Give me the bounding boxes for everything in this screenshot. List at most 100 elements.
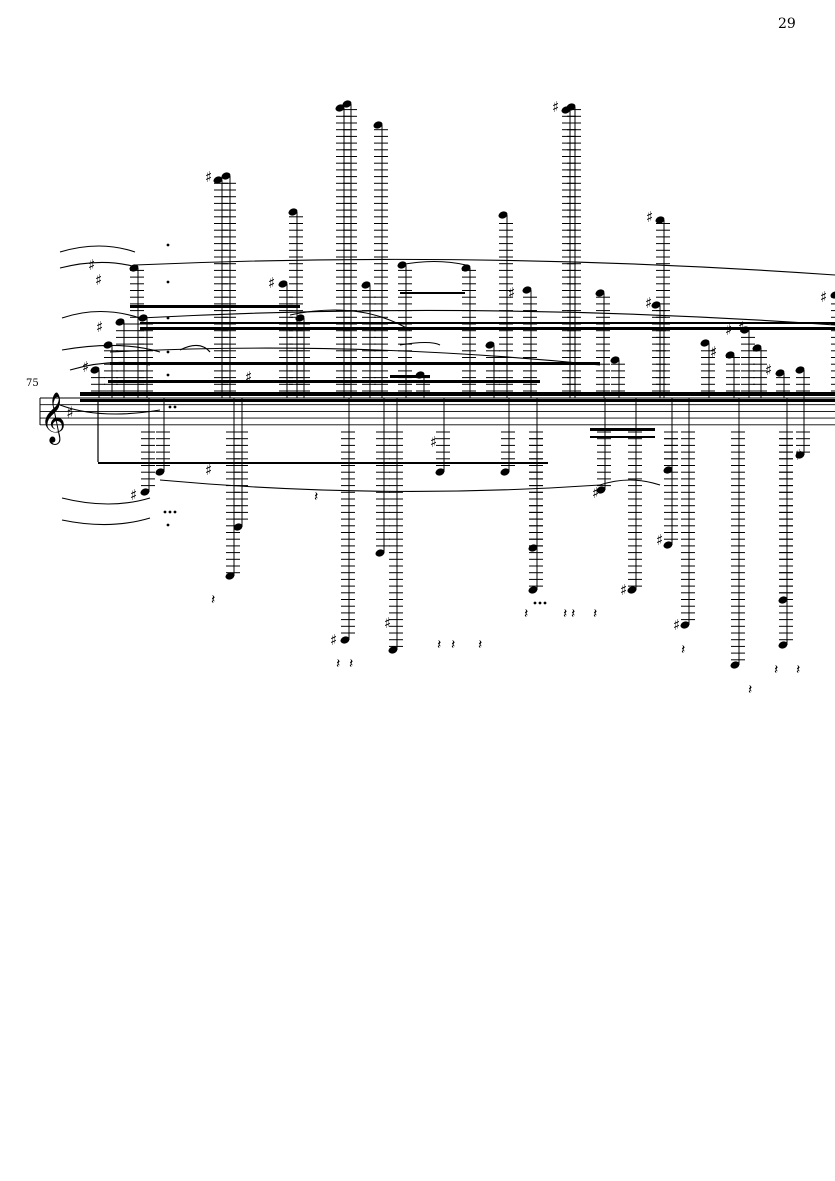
beam: [110, 362, 600, 365]
quarter-rest-icon: 𝄽: [437, 637, 441, 653]
sharp-icon: ♯: [95, 271, 102, 289]
beam: [80, 399, 835, 402]
notehead: [663, 466, 673, 474]
notehead: [500, 468, 510, 476]
treble-clef-icon: 𝄞: [40, 392, 66, 445]
dot: [163, 510, 167, 514]
slur: [59, 404, 161, 415]
notehead: [140, 488, 150, 496]
sharp-icon: ♯: [384, 614, 391, 632]
notehead: [740, 326, 750, 334]
sharp-icon: ♯: [620, 581, 627, 599]
sharp-icon: ♯: [795, 446, 802, 464]
slur: [179, 344, 211, 353]
notehead: [663, 541, 673, 549]
notehead: [375, 549, 385, 557]
quarter-rest-icon: 𝄽: [571, 606, 575, 622]
notehead: [596, 486, 606, 494]
notehead: [795, 451, 805, 459]
notehead: [335, 104, 345, 112]
notehead: [340, 636, 350, 644]
quarter-rest-icon: 𝄽: [349, 656, 353, 672]
notehead: [221, 172, 231, 180]
slur: [59, 261, 133, 269]
notehead: [830, 291, 835, 299]
beam: [590, 436, 655, 438]
beams: [80, 292, 835, 464]
dot: [168, 405, 172, 409]
sharp-icon: ♯: [330, 631, 337, 649]
slur: [134, 258, 835, 276]
sharp-icon: ♯: [205, 168, 212, 186]
beam: [108, 380, 540, 383]
slur: [159, 479, 601, 492]
beam: [140, 327, 835, 330]
notehead: [435, 468, 445, 476]
sharp-icon: ♯: [820, 288, 827, 306]
notehead: [700, 339, 710, 347]
notehead: [566, 103, 576, 111]
rests: 𝄽𝄽𝄽𝄽𝄽𝄽𝄽𝄽𝄽𝄽𝄽𝄽𝄽𝄽𝄽: [211, 489, 800, 698]
staff: [39, 397, 835, 426]
notehead: [522, 286, 532, 294]
notehead: [103, 341, 113, 349]
quarter-rest-icon: 𝄽: [478, 637, 482, 653]
dot: [166, 373, 170, 377]
beam: [590, 428, 655, 431]
notehead: [730, 661, 740, 669]
beam: [130, 305, 300, 308]
sharp-icon: ♯: [88, 256, 95, 274]
quarter-rest-icon: 𝄽: [211, 592, 215, 608]
sharp-icon: ♯: [430, 433, 437, 451]
notehead: [655, 216, 665, 224]
sharp-icon: ♯: [738, 318, 745, 336]
notehead: [138, 314, 148, 322]
beam: [390, 375, 430, 378]
notehead: [278, 280, 288, 288]
quarter-rest-icon: 𝄽: [774, 662, 778, 678]
notehead: [461, 264, 471, 272]
sharp-icon: ♯: [656, 531, 663, 549]
notehead: [651, 301, 661, 309]
sharp-icon: ♯: [66, 403, 74, 422]
dot: [166, 243, 170, 247]
quarter-rest-icon: 𝄽: [524, 606, 528, 622]
slur: [399, 260, 467, 266]
notehead: [725, 351, 735, 359]
sharp-icon: ♯: [646, 208, 653, 226]
dot: [538, 601, 542, 605]
notehead: [627, 586, 637, 594]
dot: [173, 405, 177, 409]
notehead: [288, 208, 298, 216]
notehead: [90, 366, 100, 374]
dot: [166, 280, 170, 284]
beam: [98, 462, 548, 464]
dot: [173, 510, 177, 514]
sharp-icon: ♯: [130, 486, 137, 504]
sharp-icon: ♯: [725, 321, 732, 339]
sharp-icon: ♯: [765, 361, 772, 379]
quarter-rest-icon: 𝄽: [314, 489, 318, 505]
sharp-icon: ♯: [508, 284, 515, 302]
dot: [168, 510, 172, 514]
notehead: [528, 586, 538, 594]
slurs: [59, 245, 835, 526]
sharp-icon: ♯: [552, 98, 559, 116]
quarter-rest-icon: 𝄽: [593, 606, 597, 622]
dot: [166, 523, 170, 527]
notehead: [342, 100, 352, 108]
measure-number: 75: [26, 378, 39, 389]
sharp-icon: ♯: [96, 318, 103, 336]
notehead: [778, 641, 788, 649]
sharp-icon: ♯: [268, 274, 275, 292]
notehead: [498, 211, 508, 219]
notehead: [295, 314, 305, 322]
beam: [140, 322, 835, 324]
slur: [61, 517, 151, 526]
notehead: [213, 176, 223, 184]
slur: [61, 497, 151, 505]
notehead: [415, 371, 425, 379]
notehead: [129, 264, 139, 272]
notehead: [225, 572, 235, 580]
